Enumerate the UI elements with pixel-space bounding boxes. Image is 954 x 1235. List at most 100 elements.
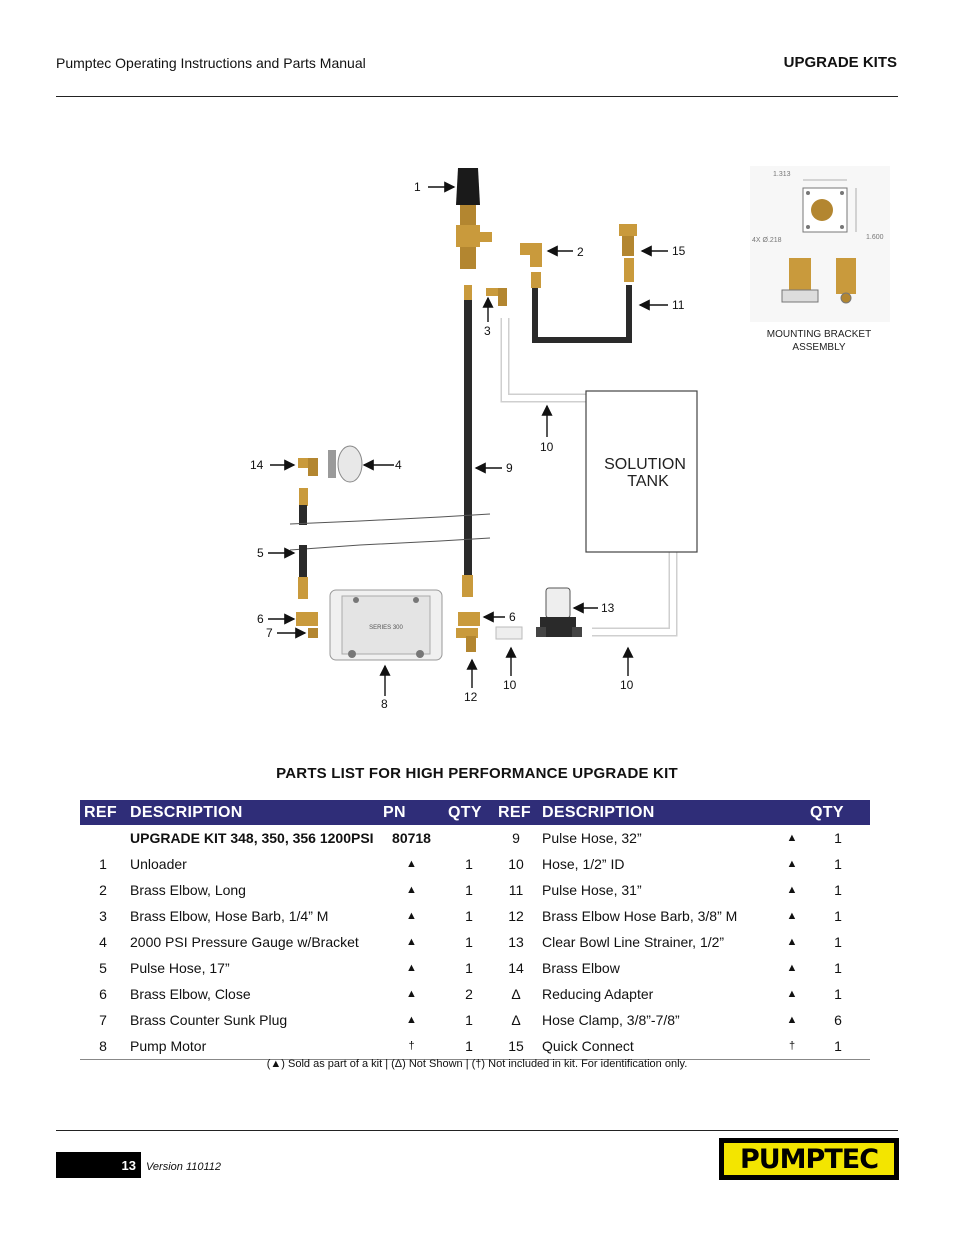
tank-label: SOLUTION [604,456,686,473]
table-cell: Brass Elbow, Close [130,986,251,1002]
callout-4: 4 [395,458,402,472]
col-header: REF [80,800,126,825]
motor-label: SERIES 300 [369,625,403,631]
callout-10: 10 [620,678,634,692]
hose-fitting [462,575,473,597]
dim-height: 1.600 [866,234,884,241]
section-title: UPGRADE KITS [783,54,897,71]
table-cell: 14 [508,960,524,976]
table-cell: † [778,1033,806,1060]
table-cell: 6 [99,986,107,1002]
table-cell: 11 [508,882,524,898]
table-cell: Hose, 1/2” ID [542,856,625,872]
callout-10: 10 [503,678,517,692]
quick-connect [619,224,637,282]
table-cell: ▲ [786,962,798,974]
table-header-row: REF DESCRIPTION PN QTY REF DESCRIPTION Q… [80,800,870,825]
table-cell: ▲ [786,988,798,1000]
callout-15: 15 [672,244,686,258]
table-cell: 7 [99,1012,107,1028]
dim-width: 1.313 [773,171,791,178]
table-cell: 15 [494,1033,538,1060]
pumptec-logo: PUMPTEC [719,1138,899,1180]
hose-half-inch-upper [500,318,588,403]
col-header [778,800,806,825]
table-cell: Pulse Hose, 17” [130,960,230,976]
pulse-hose-32 [464,300,472,530]
callout-14: 14 [250,458,264,472]
table-cell: 1 [465,856,473,872]
table-cell [80,825,126,851]
table-cell: 9 [512,830,520,846]
header-rule [56,96,898,97]
table-cell: 1 [834,986,842,1002]
manual-title: Pumptec Operating Instructions and Parts… [56,55,366,71]
table-cell: Brass Elbow [542,960,620,976]
table-cell: ▲ [406,884,417,896]
table-cell: Brass Counter Sunk Plug [130,1012,288,1028]
pump-motor: SERIES 300 [329,589,443,661]
table-cell: 2000 PSI Pressure Gauge w/Bracket [130,934,359,950]
mounting-bracket-assembly: 1.313 4X Ø.218 1.600 MOUNTING BRACKET AS… [750,166,890,353]
table-cell: 3 [99,908,107,924]
table-cell: 1 [834,856,842,872]
col-header: QTY [806,800,870,825]
col-header: DESCRIPTION [538,800,778,825]
table-cell: 80718 [392,830,431,846]
parts-list-title: PARTS LIST FOR HIGH PERFORMANCE UPGRADE … [276,765,678,782]
table-cell: 1 [465,1012,473,1028]
callout-2: 2 [577,245,584,259]
table-cell: ▲ [406,988,417,1000]
table-cell: UPGRADE KIT 348, 350, 356 1200PSI [130,830,374,846]
table-cell: 1 [834,882,842,898]
table-cell: Quick Connect [538,1033,778,1060]
table-cell: Pulse Hose, 31” [542,882,642,898]
col-header: PN [379,800,444,825]
table-cell: ▲ [786,884,798,896]
table-cell: 1 [465,960,473,976]
callout-6: 6 [257,612,264,626]
pressure-gauge [328,445,363,483]
table-cell: 1 [834,960,842,976]
reducing-adapter [495,626,523,640]
table-cell: ▲ [786,936,798,948]
col-header: DESCRIPTION [126,800,379,825]
parts-list: REF DESCRIPTION PN QTY REF DESCRIPTION Q… [80,800,870,1060]
table-cell: 1 [834,908,842,924]
counter-sunk-plug [308,628,318,638]
table-cell: 8 [80,1033,126,1060]
table-cell: 10 [508,856,524,872]
table-cell: 2 [99,882,107,898]
table-cell: 1 [465,934,473,950]
table-cell: ▲ [786,858,798,870]
table-cell: Pump Motor [126,1033,379,1060]
brass-elbow-long [520,243,542,267]
callout-1: 1 [414,180,421,194]
solution-tank: SOLUTION TANK [585,390,698,553]
table-cell: Δ [511,986,521,1002]
unloader [456,168,492,269]
pulse-hose-32-lower [464,530,472,575]
table-cell: Pulse Hose, 32” [542,830,642,846]
table-cell: 4 [99,934,107,950]
footer-rule [56,1130,898,1131]
brass-elbow-hose-barb [486,288,507,306]
callout-6: 6 [509,610,516,624]
table-cell: 1 [834,934,842,950]
table-row: UPGRADE KIT 348, 350, 356 1200PSI 80718 9 P… [80,825,870,851]
callout-5: 5 [257,546,264,560]
page-number-box [56,1152,141,1178]
table-cell: ▲ [786,910,798,922]
brass-elbow [298,458,318,476]
table-cell: ▲ [786,1014,798,1026]
hose-fitting [298,577,308,599]
table-cell: Clear Bowl Line Strainer, 1/2” [542,934,725,950]
table-cell: Unloader [130,856,187,872]
table-cell [444,825,494,851]
table-cell: ▲ [406,910,417,922]
table-cell: Δ [511,1012,521,1028]
page-number: 13 [121,1158,136,1173]
